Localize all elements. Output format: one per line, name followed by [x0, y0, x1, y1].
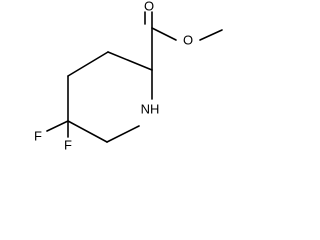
ester-oxygen-label: O [183, 33, 193, 48]
ring-nitrogen-label: NH [141, 102, 160, 117]
bond-ester-oxygen-to-methyl [199, 29, 223, 41]
fluorine-substituents [46, 120, 69, 138]
bond-c5-c6 [67, 120, 108, 143]
bond-c2-c3 [107, 51, 153, 71]
bond-carbonyl-to-ester-oxygen [151, 27, 177, 41]
fluorine-label-2: F [64, 138, 72, 153]
bond-c3-c4 [67, 51, 109, 77]
bond-c6-n1 [106, 125, 140, 143]
carbonyl-oxygen-label: O [144, 0, 154, 14]
methyl-ester-group [144, 11, 223, 71]
chemical-structure-diagram: O O NH F F [34, 0, 223, 153]
bond-c5-f1 [46, 120, 69, 132]
fluorine-label-1: F [34, 129, 42, 144]
piperidine-ring [67, 51, 153, 143]
